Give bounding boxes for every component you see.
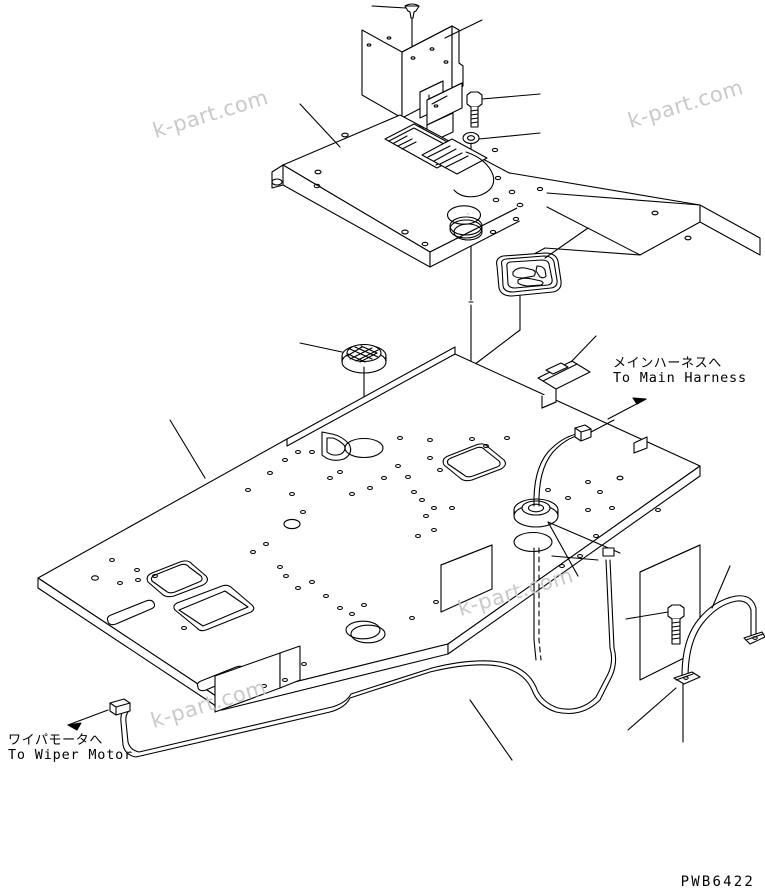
- mesh-cap-part: [299, 342, 387, 453]
- callout-wiper-motor-japanese: ワイパモータへ: [8, 733, 103, 748]
- callout-main-harness: メインハーネスへ To Main Harness: [613, 356, 747, 387]
- callout-main-harness-japanese: メインハーネスへ: [613, 356, 722, 371]
- callout-wiper-motor: ワイパモータへ To Wiper Motor: [8, 733, 133, 764]
- floor-plate-part: [37, 346, 701, 713]
- hex-bolt-lower-part: [625, 604, 685, 645]
- rod-clamp-bracket-part: [627, 565, 765, 743]
- leader-lines: [551, 555, 599, 561]
- mounting-bracket-part: [361, 19, 483, 145]
- hex-bolt-upper-part: [466, 91, 541, 128]
- square-grommet-part: [469, 227, 589, 369]
- cover-plate-part: [271, 103, 761, 268]
- callout-wiper-motor-english: To Wiper Motor: [8, 747, 133, 764]
- wiper-wiring-harness-part: [67, 547, 617, 761]
- main-wiring-harness-part: [533, 335, 647, 661]
- part-number-label: PWB6422: [680, 874, 755, 890]
- callout-main-harness-english: To Main Harness: [613, 370, 747, 387]
- round-grommet-part: [513, 498, 621, 577]
